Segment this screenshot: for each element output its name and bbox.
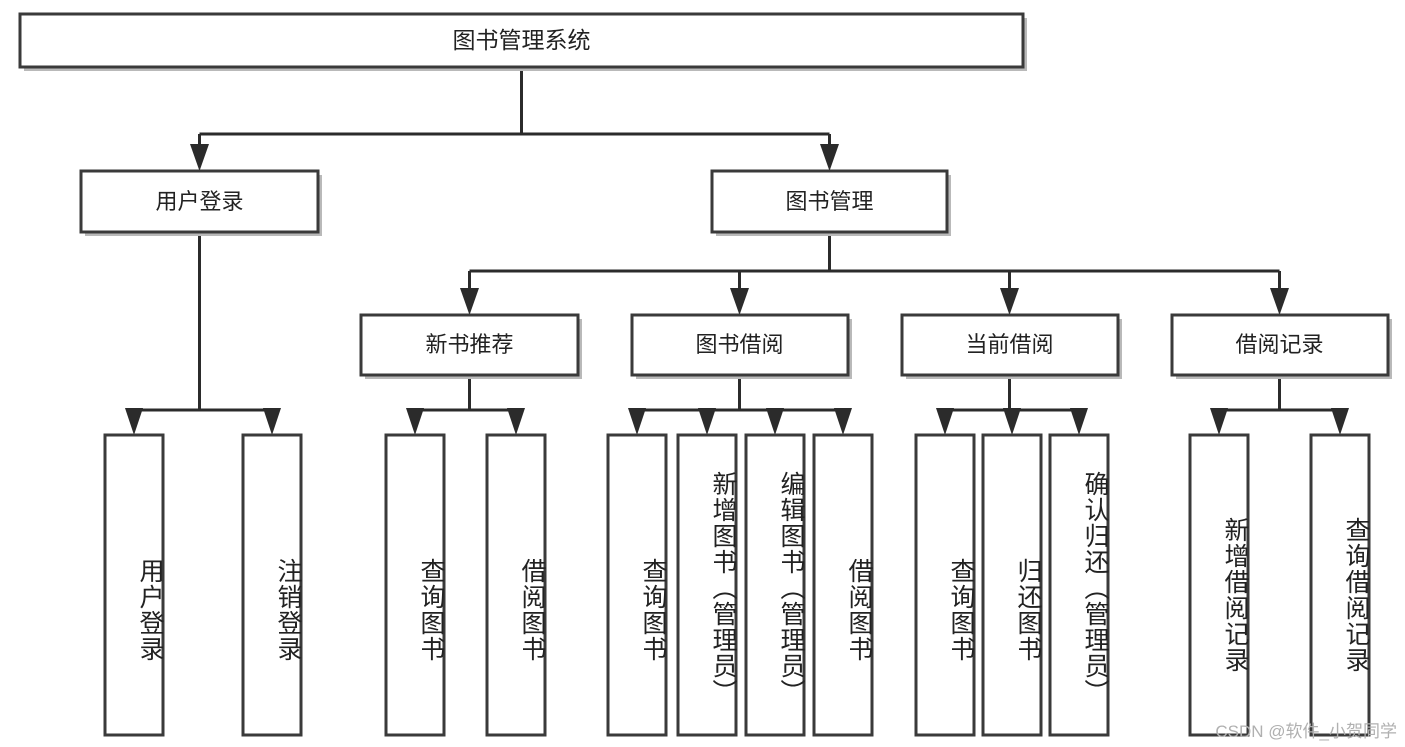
node-leaf-add-record-box[interactable] <box>1188 433 1250 737</box>
connector-group-current-borrow <box>936 375 1088 435</box>
connector-group-root <box>190 67 839 171</box>
node-new-book-recommend[interactable]: 新书推荐 <box>359 313 582 379</box>
connector-group-new-book-recommend <box>406 375 525 435</box>
node-leaf-user-login-box[interactable] <box>103 433 165 737</box>
arrow-head-leaf-add-book <box>698 408 716 435</box>
connector-group-user-login <box>125 232 281 435</box>
node-borrow-record[interactable]: 借阅记录 <box>1170 313 1392 379</box>
node-book-manage-box[interactable] <box>710 169 949 234</box>
node-leaf-add-book-box[interactable] <box>676 433 738 737</box>
node-leaf-query-book-bor-box[interactable] <box>606 433 668 737</box>
arrow-head-book-manage <box>820 144 839 171</box>
node-leaf-borrow-book-box[interactable] <box>812 433 874 737</box>
node-root[interactable]: 图书管理系统 <box>18 12 1027 71</box>
node-root-box[interactable] <box>18 12 1025 69</box>
arrow-head-book-borrow <box>730 288 749 315</box>
arrow-head-new-book-recommend <box>460 288 479 315</box>
node-borrow-record-label: 借阅记录 <box>1235 332 1323 357</box>
arrow-head-leaf-query-book-bor <box>628 408 646 435</box>
node-leaf-query-record-box[interactable] <box>1309 433 1371 737</box>
node-user-login[interactable]: 用户登录 <box>79 169 322 236</box>
arrow-head-leaf-user-login <box>125 408 143 435</box>
arrow-head-leaf-borrow-book <box>834 408 852 435</box>
connector-group-book-borrow <box>628 375 852 435</box>
node-new-book-recommend-box[interactable] <box>359 313 580 377</box>
arrow-head-leaf-edit-book <box>766 408 784 435</box>
arrow-head-leaf-query-book-rec <box>406 408 424 435</box>
node-root-label: 图书管理系统 <box>453 27 591 53</box>
arrow-head-leaf-return-book <box>1003 408 1021 435</box>
node-leaf-query-book-cur-box[interactable] <box>914 433 976 737</box>
node-leaf-confirm-return-box[interactable] <box>1048 433 1110 737</box>
connector-group-book-manage <box>460 232 1289 315</box>
arrow-head-leaf-user-logout <box>263 408 281 435</box>
node-book-manage-label: 图书管理 <box>785 189 873 214</box>
node-new-book-recommend-label: 新书推荐 <box>425 332 513 357</box>
arrow-head-user-login <box>190 144 209 171</box>
node-user-login-box[interactable] <box>79 169 320 234</box>
node-borrow-record-box[interactable] <box>1170 313 1390 377</box>
arrow-head-borrow-record <box>1270 288 1289 315</box>
arrow-head-current-borrow <box>1000 288 1019 315</box>
arrow-head-leaf-add-record <box>1210 408 1228 435</box>
arrow-head-leaf-confirm-return <box>1070 408 1088 435</box>
csdn-watermark: CSDN @软件_小贺同学 <box>1215 722 1397 741</box>
node-leaf-edit-book-box[interactable] <box>744 433 806 737</box>
node-book-borrow-box[interactable] <box>630 313 850 377</box>
arrow-head-leaf-borrow-book-rec <box>507 408 525 435</box>
node-user-login-label: 用户登录 <box>155 189 243 214</box>
leaf-boxes <box>103 433 1371 737</box>
node-leaf-return-book-box[interactable] <box>981 433 1043 737</box>
node-book-manage[interactable]: 图书管理 <box>710 169 951 236</box>
node-book-borrow[interactable]: 图书借阅 <box>630 313 852 379</box>
node-leaf-query-book-rec-box[interactable] <box>384 433 446 737</box>
arrow-head-leaf-query-record <box>1331 408 1349 435</box>
node-current-borrow-box[interactable] <box>900 313 1120 377</box>
node-book-borrow-label: 图书借阅 <box>695 332 783 357</box>
connector-group-borrow-record <box>1210 375 1349 435</box>
node-leaf-user-logout-box[interactable] <box>241 433 303 737</box>
arrow-head-leaf-query-book-cur <box>936 408 954 435</box>
node-current-borrow-label: 当前借阅 <box>965 332 1053 357</box>
node-current-borrow[interactable]: 当前借阅 <box>900 313 1122 379</box>
node-leaf-borrow-book-rec-box[interactable] <box>485 433 547 737</box>
